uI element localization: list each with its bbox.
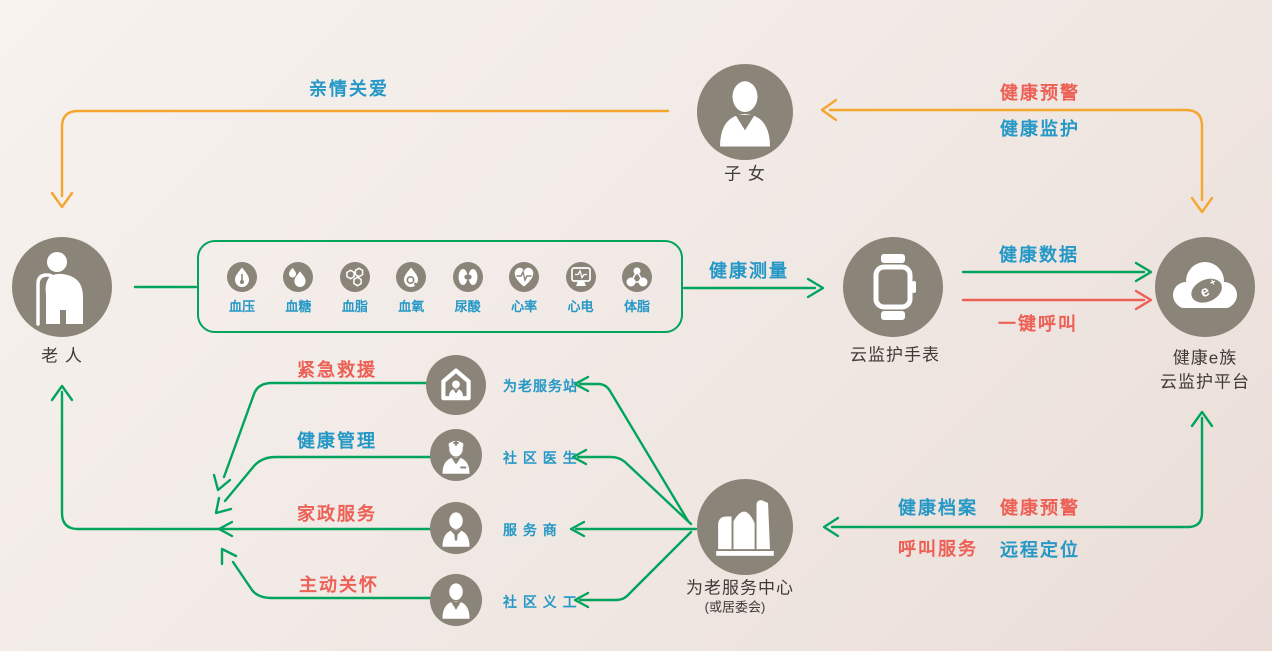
watch-label: 云监护手表 xyxy=(850,345,940,365)
arrow-one-key-call xyxy=(961,289,1153,311)
measurement-box: 血压 血糖 血脂 血氧 尿酸 心率 心电 体脂 xyxy=(197,240,683,333)
label-health-monitor: 健康监护 xyxy=(1000,119,1080,139)
body-fat-icon xyxy=(622,262,652,292)
node-children xyxy=(697,64,793,165)
platform-label-line2: 云监护平台 xyxy=(1160,372,1250,392)
arrow-platform-children xyxy=(820,98,1214,214)
arrow-emergency-rescue xyxy=(212,381,430,492)
elder-label: 老 人 xyxy=(41,346,83,366)
heart-rate-icon xyxy=(509,262,539,292)
service-center-label: 为老服务中心 xyxy=(686,578,794,598)
measurement-body-fat: 体脂 xyxy=(615,262,659,315)
arrow-health-data xyxy=(961,261,1153,283)
node-provider-vendor xyxy=(430,502,482,559)
measurement-blood-sugar: 血糖 xyxy=(276,262,320,315)
measurement-ecg: 心电 xyxy=(559,262,603,315)
businessman-icon xyxy=(430,502,482,554)
blood-lipid-icon xyxy=(340,262,370,292)
service-center-sublabel: (或居委会) xyxy=(704,599,766,615)
arrow-active-care xyxy=(220,547,432,600)
arrow-health-manage xyxy=(214,455,432,515)
label-call-service: 呼叫服务 xyxy=(898,539,978,559)
platform-label-line1: 健康e族 xyxy=(1172,348,1238,368)
measurement-blood-lipid: 血脂 xyxy=(333,262,377,315)
node-platform xyxy=(1155,237,1255,342)
provider-volunteer-label: 社 区 义 工 xyxy=(503,594,578,610)
provider-station-label: 为老服务站 xyxy=(503,378,578,394)
blood-sugar-icon xyxy=(283,262,313,292)
node-service-center xyxy=(697,479,793,580)
smartwatch-icon xyxy=(843,237,943,337)
cloud-platform-icon xyxy=(1155,237,1255,337)
label-family-care: 亲情关爱 xyxy=(309,79,389,99)
node-provider-volunteer xyxy=(430,574,482,631)
arrow-center-to-doctor xyxy=(571,448,693,526)
label-health-record: 健康档案 xyxy=(898,498,978,518)
label-remote-locate: 远程定位 xyxy=(1000,540,1080,560)
label-one-key-call: 一键呼叫 xyxy=(998,314,1078,334)
label-health-measure: 健康测量 xyxy=(709,261,789,281)
label-emergency-rescue: 紧急救援 xyxy=(297,360,377,380)
label-active-care: 主动关怀 xyxy=(299,575,379,595)
house-user-icon xyxy=(426,355,486,415)
arrow-health-measure xyxy=(682,277,825,299)
provider-vendor-label: 服 务 商 xyxy=(503,522,558,538)
ecg-icon xyxy=(566,262,596,292)
measurement-blood-oxygen: 血氧 xyxy=(389,262,433,315)
arrow-family-care xyxy=(50,109,670,209)
label-health-manage: 健康管理 xyxy=(297,431,377,451)
label-housekeeping: 家政服务 xyxy=(297,504,377,524)
measurement-blood-pressure: 血压 xyxy=(220,262,264,315)
node-provider-station xyxy=(426,355,486,420)
arrow-center-to-station xyxy=(573,375,690,523)
doctor-icon xyxy=(430,429,482,481)
arrow-center-to-volunteer xyxy=(573,530,693,609)
measurement-heart-rate: 心率 xyxy=(502,262,546,315)
children-label: 子 女 xyxy=(724,164,766,184)
provider-doctor-label: 社 区 医 生 xyxy=(503,450,578,466)
arrow-platform-service-center xyxy=(822,410,1214,538)
service-center-building-icon xyxy=(697,479,793,575)
person-icon xyxy=(697,64,793,160)
volunteer-icon xyxy=(430,574,482,626)
measurement-uric-acid: 尿酸 xyxy=(446,262,490,315)
blood-oxygen-icon xyxy=(396,262,426,292)
uric-acid-icon xyxy=(453,262,483,292)
elder-icon xyxy=(12,237,112,337)
label-health-alert-bottom: 健康预警 xyxy=(1000,498,1080,518)
node-elder xyxy=(12,237,112,342)
arrow-center-to-vendor xyxy=(569,520,698,538)
label-health-alert-top: 健康预警 xyxy=(1000,83,1080,103)
arrow-housekeeping-to-elder xyxy=(50,384,432,538)
blood-pressure-icon xyxy=(227,262,257,292)
node-provider-doctor xyxy=(430,429,482,486)
node-watch xyxy=(843,237,943,342)
label-health-data: 健康数据 xyxy=(999,245,1079,265)
